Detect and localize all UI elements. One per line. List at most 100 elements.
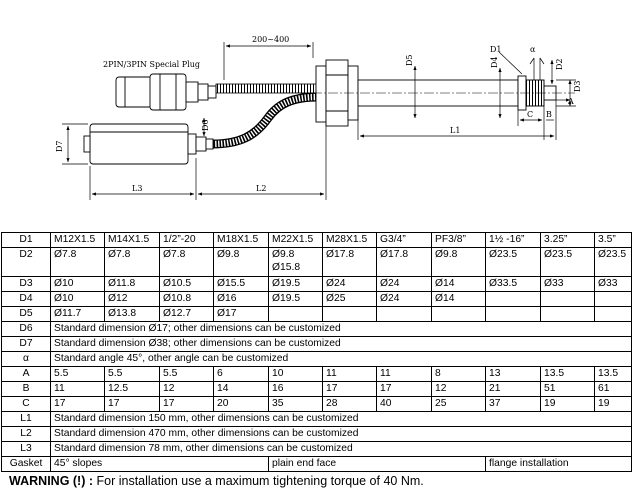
table-cell: Ø11.8 [104,276,160,292]
table-cell: Ø24 [376,291,432,307]
label-l1: L1 [450,126,460,135]
cell-value: Ø10.5 [163,278,192,289]
cell-value: 61 [598,383,610,394]
cell-value: 14 [217,383,229,394]
warning-note: WARNING (!) : For installation use a max… [9,474,424,488]
label-c: C [527,110,533,119]
table-cell: 19 [594,396,632,412]
cell-value: G3/4” [380,234,406,245]
cell-value: 5.5 [54,368,69,379]
table-cell: PF3/8” [431,232,486,248]
row-header: D1 [1,232,51,248]
cell-value: 3.25” [544,234,568,245]
cell-value: 40 [380,398,392,409]
table-cell: Ø23.5 [485,247,541,277]
dim-c-b-l1 [357,100,557,140]
cell-value: 25 [435,398,447,409]
table-cell: Ø14 [431,291,486,307]
cell-value: Ø24 [380,278,400,289]
cell-value: 13 [489,368,501,379]
table-cell: 11 [376,366,432,382]
table-cell [322,306,377,322]
cell-value: Ø14 [435,278,455,289]
table-cell: Ø7.8 [50,247,105,277]
cell-value: Ø12.7 [163,308,192,319]
dim-head [413,51,576,119]
cell-value: Ø17 [217,308,237,319]
cell-value: 8 [435,368,441,379]
cell-value: Standard dimension 470 mm, other dimensi… [54,428,359,439]
lower-cable [211,92,319,149]
cell-value: 17 [108,398,120,409]
label-d5: D5 [405,54,414,66]
table-cell: 1½ -16” [485,232,541,248]
table-cell: Ø17.8 [376,247,432,277]
upper-cable [215,83,317,94]
cell-value: Ø10.8 [163,293,192,304]
table-cell: Ø10 [50,291,105,307]
table-cell: Ø9.8 [213,247,269,277]
label-a: A [567,97,574,106]
cell-value: Ø9.8 [217,249,240,260]
row-header: D2 [1,247,51,277]
table-cell: 37 [485,396,541,412]
cell-value: Ø25 [326,293,346,304]
row-header: D3 [1,276,51,292]
table-cell: Ø11.7 [50,306,105,322]
row-header: L3 [1,441,51,457]
table-cell: Ø12 [104,291,160,307]
cell-value: 28 [326,398,338,409]
table-cell [268,306,323,322]
table-cell: Ø33 [540,276,595,292]
label-alpha: α [530,45,536,54]
table-cell: 13.5 [540,366,595,382]
junction-housing [83,123,214,165]
cell-value: Ø9.8 [435,249,458,260]
cell-value: M28X1.5 [326,234,368,245]
table-cell [485,306,541,322]
cell-value: 51 [544,383,556,394]
table-cell: Ø24 [376,276,432,292]
table-cell: 12.5 [104,381,160,397]
cell-value: 17 [380,383,392,394]
table-cell: Ø17 [213,306,269,322]
table-cell: M12X1.5 [50,232,105,248]
cell-value: 11 [54,383,65,394]
row-header: L2 [1,426,51,442]
table-cell: M22X1.5 [268,232,323,248]
table-cell: 28 [322,396,377,412]
table-cell: 5.5 [104,366,160,382]
table-cell: flange installation [485,456,632,472]
table-cell: 17 [104,396,160,412]
table-cell: Ø33 [594,276,632,292]
table-cell: Ø33.5 [485,276,541,292]
table-cell: 14 [213,381,269,397]
table-cell: Ø7.8 [104,247,160,277]
table-cell: 20 [213,396,269,412]
cell-value: Ø7.8 [163,249,186,260]
table-cell: Ø17.8 [322,247,377,277]
cell-value: 10 [272,368,284,379]
table-cell [594,291,632,307]
table-cell: G3/4” [376,232,432,248]
cell-value: M14X1.5 [108,234,150,245]
cell-value: 11 [326,368,337,379]
table-cell: Ø13.8 [104,306,160,322]
cell-value: 45° slopes [54,458,103,469]
cell-value: M18X1.5 [217,234,259,245]
cell-value: 5.5 [163,368,178,379]
table-cell: Ø7.8 [159,247,214,277]
cell-value: 12 [163,383,175,394]
row-header: D4 [1,291,51,307]
dim-200-400-label: 200~400 [252,35,289,44]
table-cell: M28X1.5 [322,232,377,248]
dim-d7 [62,123,88,165]
row-header: D6 [1,321,51,337]
table-cell [485,291,541,307]
cell-value: Standard angle 45°, other angle can be c… [54,353,289,364]
